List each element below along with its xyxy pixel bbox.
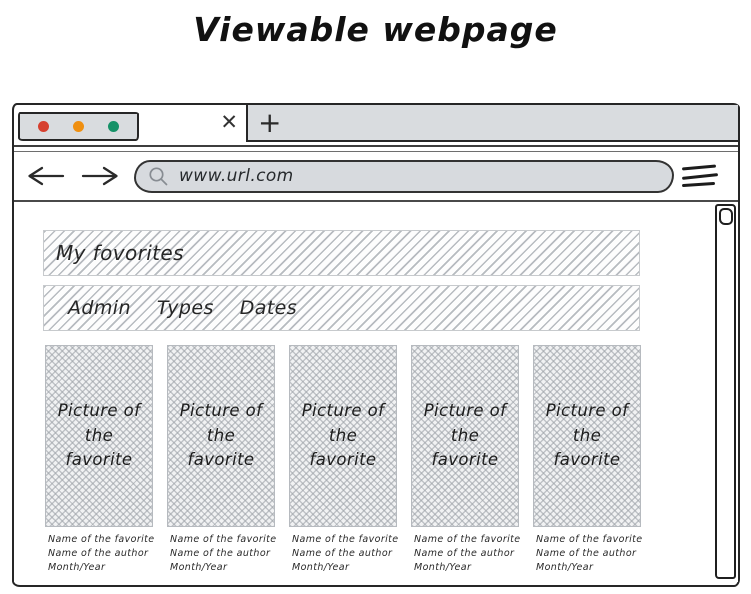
favorite-name: Name of the favorite <box>48 534 155 545</box>
menu-item-admin[interactable]: Admin <box>68 297 131 319</box>
favorite-name: Name of the favorite <box>536 534 643 545</box>
tabbar-divider <box>14 145 738 152</box>
author-name: Name of the author <box>536 548 637 559</box>
favorite-date: Month/Year <box>170 562 228 573</box>
browser-tab-bar: ✕ + <box>14 105 738 145</box>
browser-nav-bar: www.url.com <box>14 152 738 202</box>
site-menu-bar: Admin Types Dates <box>43 285 640 331</box>
window-close-dot[interactable] <box>38 121 49 132</box>
webpage-content: My fovorites Admin Types Dates Picture o… <box>14 202 738 582</box>
menu-item-dates[interactable]: Dates <box>239 297 298 319</box>
card-caption: Name of the favorite Name of the author … <box>167 533 277 575</box>
page-title: Viewable webpage <box>193 10 558 49</box>
author-name: Name of the author <box>170 548 271 559</box>
picture-placeholder: Picture of the favorite <box>533 345 641 527</box>
favorite-name: Name of the favorite <box>170 534 277 545</box>
window-maximize-dot[interactable] <box>108 121 119 132</box>
scrollbar[interactable] <box>715 204 736 579</box>
favorite-card[interactable]: Picture of the favorite Name of the favo… <box>289 345 399 575</box>
picture-placeholder: Picture of the favorite <box>289 345 397 527</box>
scrollbar-thumb[interactable] <box>718 208 733 225</box>
card-caption: Name of the favorite Name of the author … <box>289 533 399 575</box>
close-tab-icon[interactable]: ✕ <box>220 110 238 134</box>
author-name: Name of the author <box>292 548 393 559</box>
new-tab-icon[interactable]: + <box>258 106 282 139</box>
favorite-date: Month/Year <box>536 562 594 573</box>
menu-button[interactable] <box>681 162 719 190</box>
hamburger-icon <box>681 164 717 171</box>
favorite-card[interactable]: Picture of the favorite Name of the favo… <box>45 345 155 575</box>
author-name: Name of the author <box>48 548 149 559</box>
window-minimize-dot[interactable] <box>73 121 84 132</box>
picture-placeholder: Picture of the favorite <box>411 345 519 527</box>
forward-button[interactable] <box>80 165 120 187</box>
window-controls <box>18 112 139 141</box>
tab-strip: + <box>246 105 738 142</box>
page-heading: My fovorites <box>56 241 184 265</box>
address-bar[interactable]: www.url.com <box>134 159 674 193</box>
favorite-date: Month/Year <box>48 562 106 573</box>
page-heading-bar: My fovorites <box>43 230 640 276</box>
author-name: Name of the author <box>414 548 515 559</box>
favorite-card[interactable]: Picture of the favorite Name of the favo… <box>411 345 521 575</box>
favorites-grid: Picture of the favorite Name of the favo… <box>45 345 643 575</box>
favorite-name: Name of the favorite <box>414 534 521 545</box>
card-caption: Name of the favorite Name of the author … <box>411 533 521 575</box>
forward-arrow-icon <box>81 166 118 186</box>
menu-item-types[interactable]: Types <box>156 297 214 319</box>
card-caption: Name of the favorite Name of the author … <box>45 533 155 575</box>
search-icon <box>149 166 168 185</box>
back-button[interactable] <box>26 165 66 187</box>
picture-placeholder: Picture of the favorite <box>45 345 153 527</box>
favorite-date: Month/Year <box>414 562 472 573</box>
browser-window: ✕ + www.url.com My <box>12 103 740 587</box>
picture-placeholder: Picture of the favorite <box>167 345 275 527</box>
back-arrow-icon <box>28 166 65 186</box>
active-tab[interactable]: ✕ <box>139 105 246 143</box>
card-caption: Name of the favorite Name of the author … <box>533 533 643 575</box>
url-text: www.url.com <box>179 166 294 186</box>
favorite-name: Name of the favorite <box>292 534 399 545</box>
favorite-card[interactable]: Picture of the favorite Name of the favo… <box>167 345 277 575</box>
favorite-card[interactable]: Picture of the favorite Name of the favo… <box>533 345 643 575</box>
favorite-date: Month/Year <box>292 562 350 573</box>
